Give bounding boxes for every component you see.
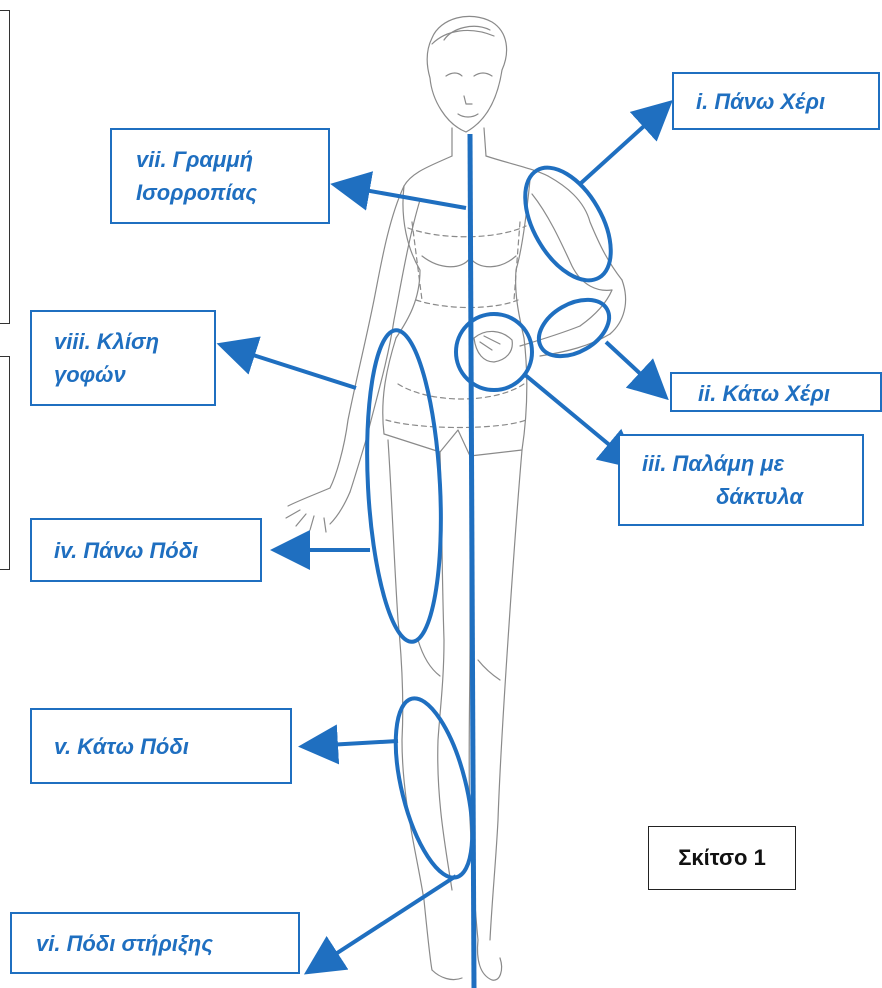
sketch-caption-text: Σκίτσο 1 [678, 845, 766, 871]
upper-arm-ellipse [508, 153, 629, 294]
arrow-upper-arm [580, 108, 664, 184]
palm-ellipse [456, 314, 532, 390]
label-lower-arm: ii. Κάτω Χέρι [670, 372, 882, 412]
figure-sketch [286, 16, 626, 980]
arrow-lower-arm [606, 342, 660, 392]
label-palm-text-1: iii. Παλάμη με [642, 447, 862, 480]
label-support-leg: vi. Πόδι στήριξης [10, 912, 300, 974]
label-support-leg-text: vi. Πόδι στήριξης [36, 927, 298, 960]
label-lower-leg-text: v. Κάτω Πόδι [54, 730, 290, 763]
label-lower-leg: v. Κάτω Πόδι [30, 708, 292, 784]
label-hip-tilt-text-1: viii. Κλίση [54, 325, 214, 358]
label-balance-line-text-1: vii. Γραμμή [136, 143, 328, 176]
label-palm: iii. Παλάμη με δάκτυλα [618, 434, 864, 526]
label-upper-leg-text: iv. Πάνω Πόδι [54, 534, 260, 567]
arrow-palm [524, 374, 630, 462]
label-upper-leg: iv. Πάνω Πόδι [30, 518, 262, 582]
label-upper-arm-text: i. Πάνω Χέρι [696, 85, 878, 118]
label-hip-tilt-text-2: γοφών [54, 358, 214, 391]
upper-leg-ellipse [360, 328, 448, 643]
sketch-caption: Σκίτσο 1 [648, 826, 796, 890]
label-balance-line-text-2: Ισορροπίας [136, 176, 328, 209]
label-palm-text-2: δάκτυλα [642, 480, 862, 513]
label-balance-line: vii. Γραμμή Ισορροπίας [110, 128, 330, 224]
pointer-arrows [228, 108, 664, 968]
label-lower-arm-text: ii. Κάτω Χέρι [698, 377, 880, 410]
label-upper-arm: i. Πάνω Χέρι [672, 72, 880, 130]
arrow-hip [228, 347, 356, 388]
arrow-lower-leg [310, 741, 398, 746]
highlight-ellipses [360, 153, 629, 885]
arrow-support-leg [314, 876, 456, 968]
label-hip-tilt: viii. Κλίση γοφών [30, 310, 216, 406]
